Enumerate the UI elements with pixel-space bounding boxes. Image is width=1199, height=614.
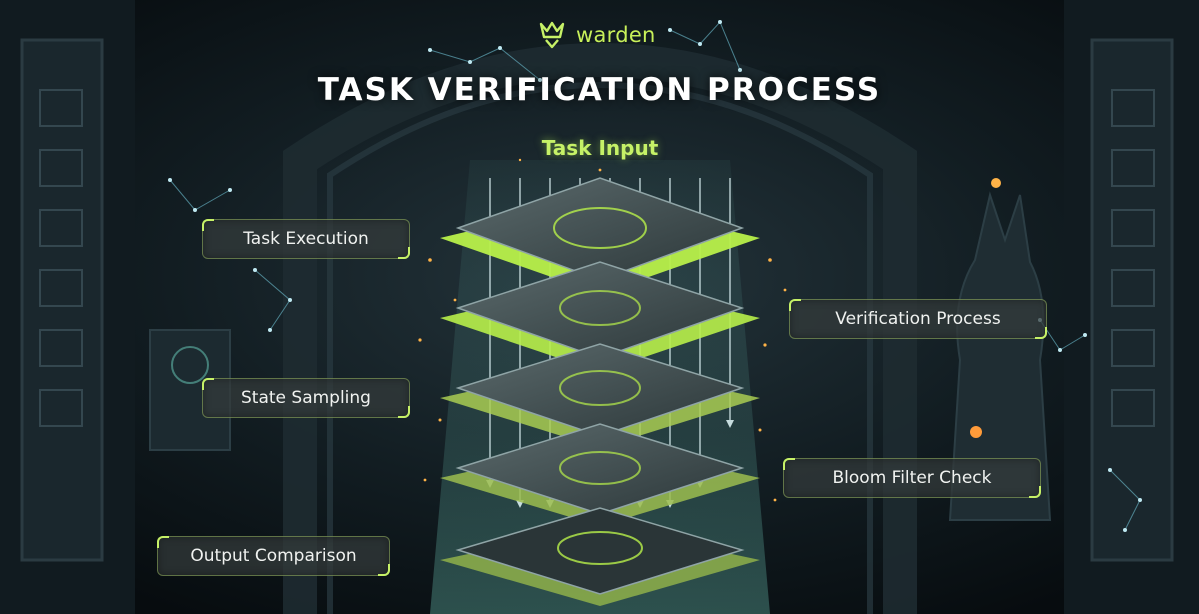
task-input-label: Task Input <box>541 136 659 160</box>
brand-name: warden <box>576 23 656 47</box>
step-label-output-comparison: Output Comparison <box>157 536 390 576</box>
slab-1 <box>440 177 760 294</box>
step-label-state-sampling: State Sampling <box>202 378 410 418</box>
step-label-bloom-filter-check: Bloom Filter Check <box>783 458 1041 498</box>
step-label-verification-process: Verification Process <box>789 299 1047 339</box>
step-label-task-execution: Task Execution <box>202 219 410 259</box>
brand-logo: warden <box>538 14 656 56</box>
slab-5 <box>440 507 760 606</box>
slab-4 <box>440 423 760 526</box>
warden-crown-icon <box>539 21 565 49</box>
slab-2 <box>440 261 760 372</box>
page-title: TASK VERIFICATION PROCESS <box>317 72 882 108</box>
slab-3 <box>440 343 760 448</box>
